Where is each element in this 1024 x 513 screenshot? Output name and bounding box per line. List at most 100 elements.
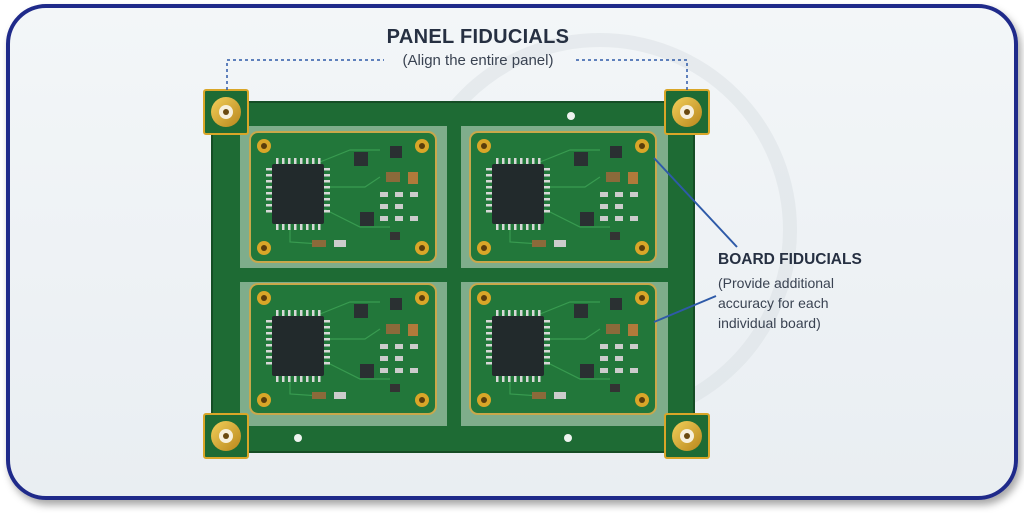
passive-component [628,324,638,336]
panel-callout-line-left [226,59,384,90]
passive-component [532,392,546,399]
passive-component [554,392,566,399]
pcb-board [249,283,437,415]
passive-component [410,216,418,221]
board-callout-line-top [653,157,738,248]
pcb-board [469,131,657,263]
panel-fiducials-title: PANEL FIDUCIALS [386,26,570,48]
board-fiducials-title: BOARD FIDUCIALS [718,251,862,268]
passive-component [395,344,403,349]
panel-fiducial-top-right [664,89,710,135]
small-ic [354,304,368,318]
passive-component [615,216,623,221]
board-fiducial [477,241,491,255]
board-fiducial [635,393,649,407]
small-ic [354,152,368,166]
passive-component [615,192,623,197]
passive-component [615,344,623,349]
passive-component [386,172,400,182]
passive-component [395,368,403,373]
passive-component [615,368,623,373]
small-ic [580,364,594,378]
passive-component [408,172,418,184]
passive-component [390,384,400,392]
passive-component [380,368,388,373]
passive-component [410,192,418,197]
passive-component [610,232,620,240]
passive-component [600,356,608,361]
panel-rail-vertical [447,126,461,426]
pcb-board [469,283,657,415]
passive-component [630,344,638,349]
passive-component [532,240,546,247]
tooling-hole [567,112,575,120]
passive-component [610,384,620,392]
panel-callout-line-right [576,59,688,90]
small-ic [390,146,402,158]
board-fiducial [415,291,429,305]
passive-component [606,324,620,334]
passive-component [630,216,638,221]
passive-component [408,324,418,336]
passive-component [600,204,608,209]
board-fiducial [635,139,649,153]
small-ic [610,146,622,158]
small-ic [360,364,374,378]
passive-component [390,232,400,240]
pcb-board [249,131,437,263]
board-fiducial [257,241,271,255]
tooling-hole [564,434,572,442]
panel-fiducial-top-left [203,89,249,135]
board-fiducial [257,291,271,305]
passive-component [628,172,638,184]
qfp-chip-icon [266,158,330,230]
panel-fiducial-bottom-right [664,413,710,459]
passive-component [334,240,346,247]
panel-fiducials-subtitle: (Align the entire panel) [402,52,554,69]
passive-component [380,192,388,197]
qfp-chip-icon [266,310,330,382]
board-fiducial [257,139,271,153]
small-ic [360,212,374,226]
passive-component [600,192,608,197]
passive-component [600,344,608,349]
passive-component [380,344,388,349]
passive-component [380,204,388,209]
passive-component [615,204,623,209]
board-fiducial [635,291,649,305]
small-ic [574,152,588,166]
passive-component [410,368,418,373]
passive-component [395,216,403,221]
passive-component [312,392,326,399]
board-fiducial [477,393,491,407]
board-fiducial [415,139,429,153]
small-ic [610,298,622,310]
passive-component [380,216,388,221]
small-ic [580,212,594,226]
passive-component [395,204,403,209]
passive-component [312,240,326,247]
tooling-hole [294,434,302,442]
passive-component [630,368,638,373]
small-ic [574,304,588,318]
passive-component [386,324,400,334]
passive-component [554,240,566,247]
passive-component [334,392,346,399]
board-fiducial [477,291,491,305]
passive-component [410,344,418,349]
passive-component [606,172,620,182]
qfp-chip-icon [486,310,550,382]
board-fiducial [257,393,271,407]
board-fiducial [477,139,491,153]
qfp-chip-icon [486,158,550,230]
board-fiducials-description-line: accuracy for each [718,295,829,311]
board-fiducials-description-line: individual board) [718,315,821,331]
board-fiducials-description: (Provide additional accuracy for each in… [718,273,878,333]
passive-component [395,192,403,197]
board-fiducial [635,241,649,255]
panel-fiducial-bottom-left [203,413,249,459]
passive-component [600,216,608,221]
small-ic [390,298,402,310]
passive-component [615,356,623,361]
